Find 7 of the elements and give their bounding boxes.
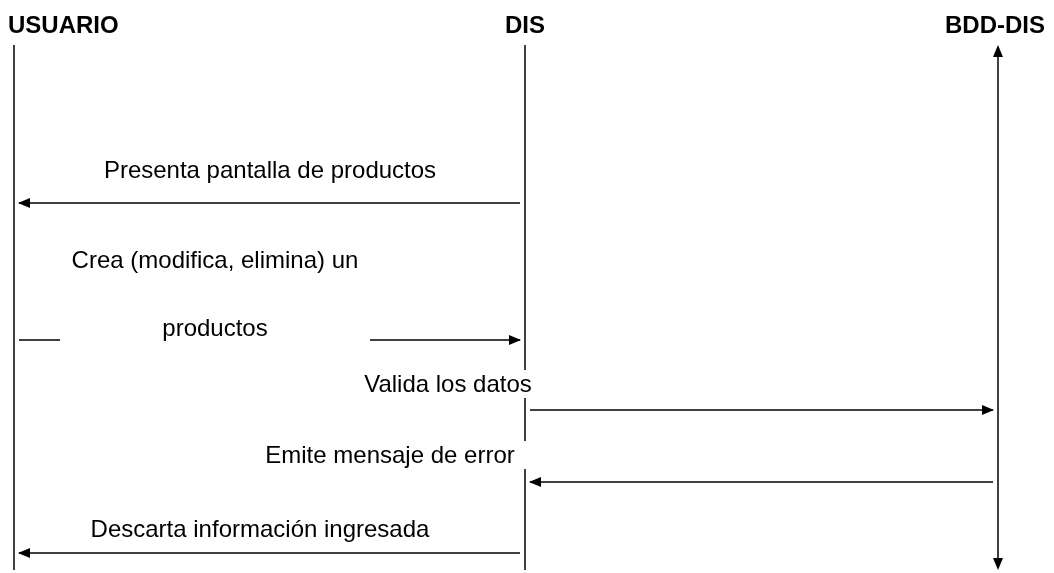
participant-label: USUARIO [8, 11, 119, 39]
arrow [18, 548, 521, 558]
arrow [529, 477, 994, 487]
arrow [529, 405, 994, 415]
participant-label: DIS [505, 11, 545, 39]
participant-label: BDD-DIS [945, 11, 1045, 39]
arrow [18, 198, 521, 208]
